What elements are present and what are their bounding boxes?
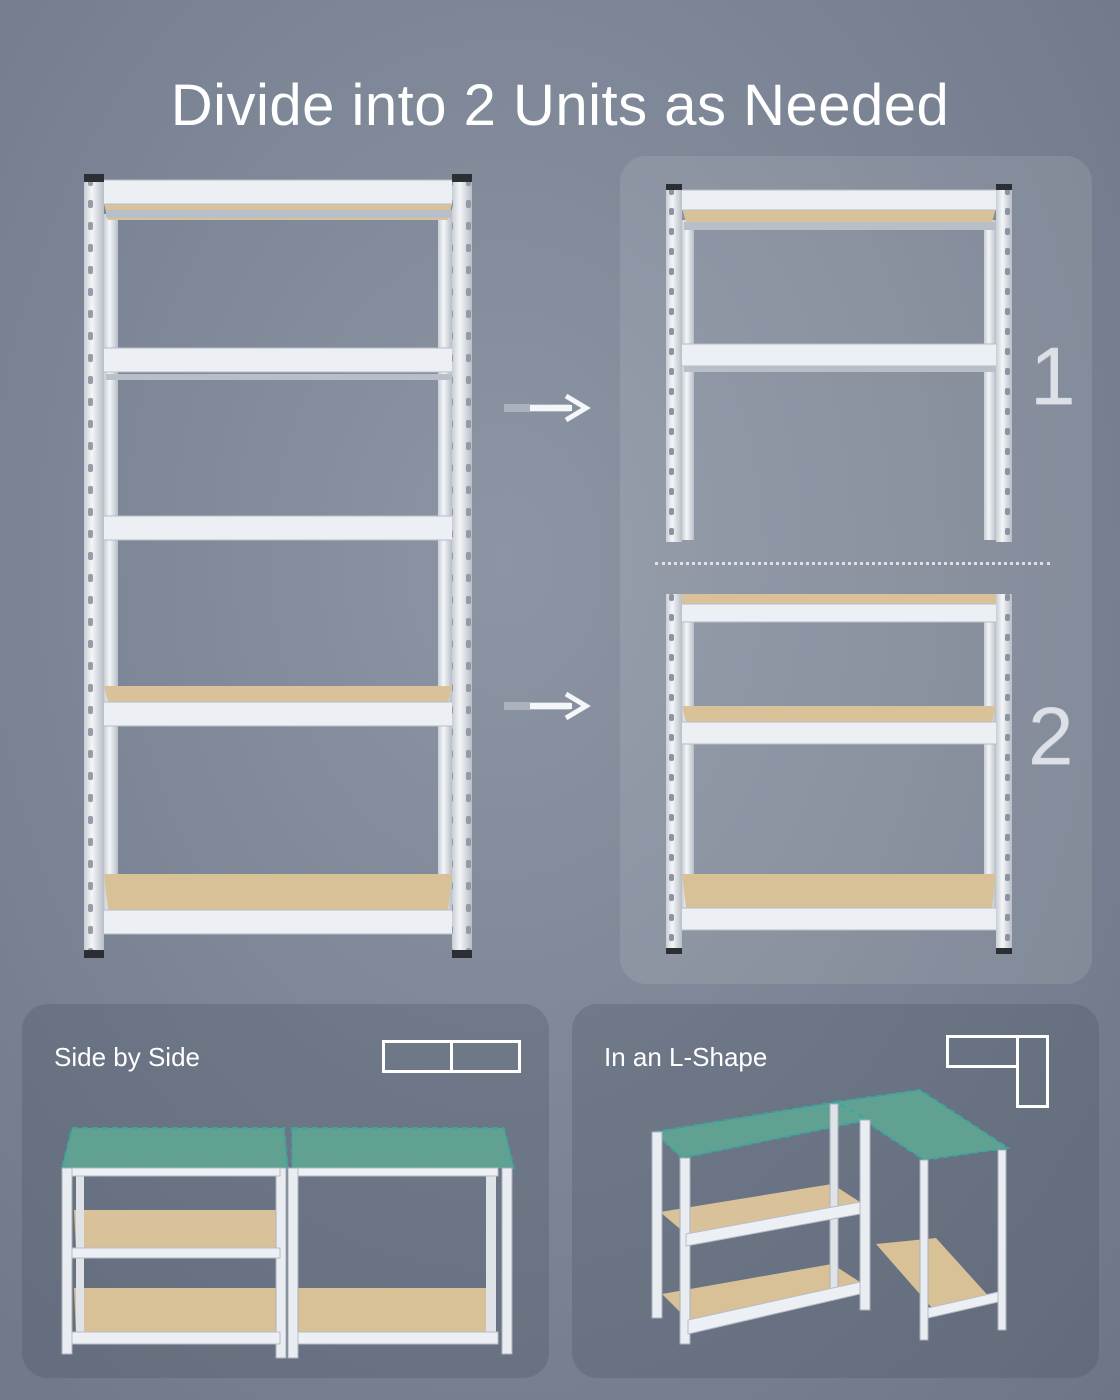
arrow-right-icon <box>504 691 591 721</box>
unit-1-shelf-illustration <box>666 184 1012 542</box>
unit-1-number: 1 <box>1030 331 1076 422</box>
l-shape-layout-icon <box>946 1035 1049 1108</box>
five-tier-shelf-illustration <box>84 174 472 958</box>
l-shape-label: In an L-Shape <box>604 1042 768 1072</box>
side-by-side-label: Side by Side <box>54 1042 200 1072</box>
l-shape-shelves-illustration <box>651 1088 1011 1345</box>
side-by-side-shelves-illustration <box>60 1127 516 1359</box>
arrow-right-icon <box>504 393 591 423</box>
split-units-panel <box>620 156 1092 984</box>
unit-2-shelf-illustration <box>666 594 1012 954</box>
unit-divider-dotted-line <box>655 562 1050 565</box>
side-by-side-layout-icon <box>382 1040 521 1073</box>
unit-2-number: 2 <box>1028 691 1074 782</box>
page-title: Divide into 2 Units as Needed <box>170 73 950 138</box>
